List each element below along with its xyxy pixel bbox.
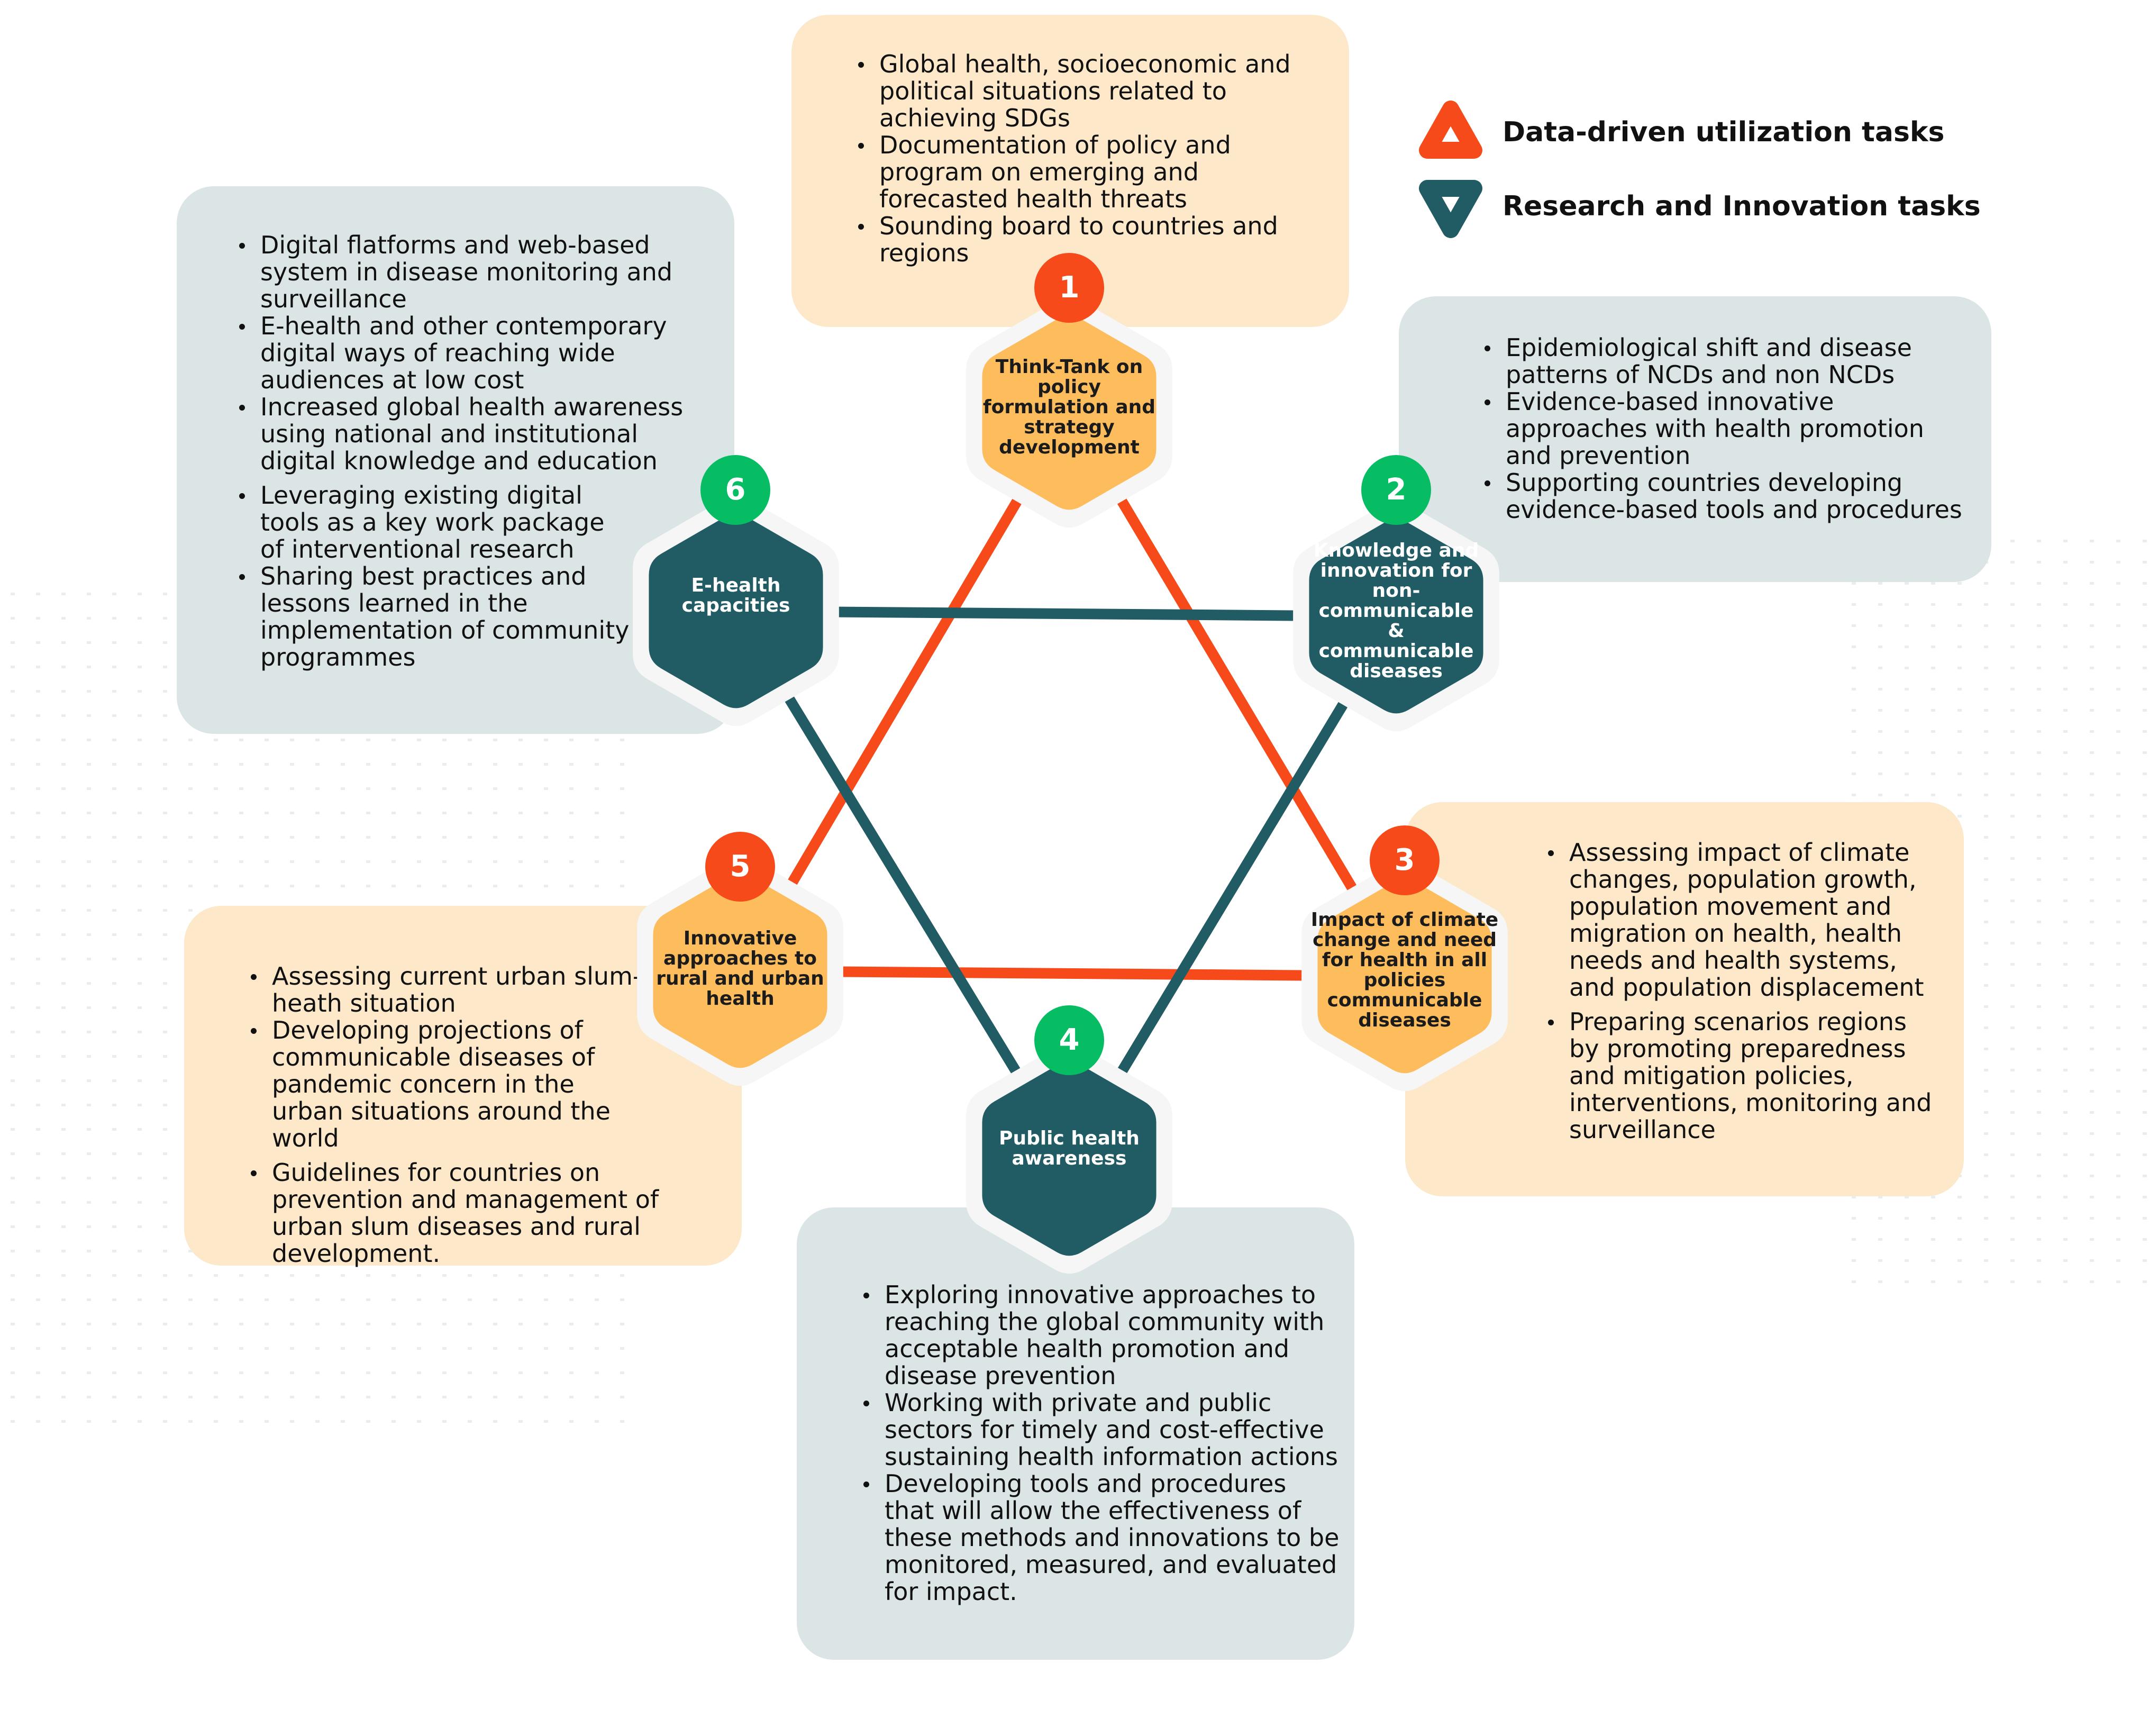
bullet-item: Epidemiological shift and disease patter… — [1485, 334, 1929, 388]
bullet-item: Increased global health awareness using … — [239, 394, 715, 475]
node-4-detail-box: Exploring innovative approaches to reach… — [797, 1207, 1354, 1660]
node-2-number-badge: 2 — [1361, 455, 1431, 525]
hexagon-fill — [982, 1061, 1157, 1256]
bullet-item: Digital flatforms and web-based system i… — [239, 232, 678, 313]
hexagon-fill — [649, 514, 823, 708]
hexagon-fill — [1309, 519, 1483, 714]
bullet-item: Assessing current urban slum-heath situa… — [251, 962, 642, 1017]
connector-5-1 — [735, 410, 1074, 974]
hexagon-shape — [966, 1043, 1172, 1274]
legend-label: Research and Innovation tasks — [1503, 190, 1981, 222]
bullet-item: Sounding board to countries and regions — [858, 213, 1318, 267]
bullet-item: Leveraging existing digital tools as a k… — [239, 482, 631, 563]
node-3-hexagon[interactable]: Impact of climate change and need for he… — [1291, 852, 1518, 1101]
bullet-item: Documentation of policy and program on e… — [858, 132, 1318, 213]
triangle-up-icon — [1419, 101, 1482, 159]
bullet-item: Working with private and public sectors … — [863, 1389, 1340, 1470]
node-2-detail-box: Epidemiological shift and disease patter… — [1399, 296, 1991, 582]
node-3-number-badge: 3 — [1370, 825, 1440, 895]
connector-6-2 — [735, 606, 1397, 622]
bullet-item: Developing tools and procedures that wil… — [863, 1469, 1340, 1606]
legend-item-data-driven: Data-driven utilization tasks — [1414, 95, 1981, 169]
node-3-bullet-list: Assessing impact of climate changes, pop… — [1540, 839, 1964, 1143]
node-5-title: Innovative approaches to rural and urban… — [656, 928, 824, 1010]
node-1-bullet-list: Global health, socioeconomic and politic… — [850, 51, 1349, 267]
legend-item-research: Research and Innovation tasks — [1414, 169, 1981, 243]
hexagon-fill — [1317, 879, 1492, 1074]
bullet-item: Exploring innovative approaches to reach… — [863, 1281, 1329, 1389]
connector-3-5 — [740, 966, 1405, 981]
node-4-number-badge: 4 — [1034, 1005, 1104, 1075]
bullet-item: Guidelines for countries on prevention a… — [251, 1159, 737, 1267]
legend: Data-driven utilization tasks Research a… — [1414, 95, 1981, 243]
hexagon-shape — [1301, 861, 1508, 1092]
bullet-item: Assessing impact of climate changes, pop… — [1548, 839, 1939, 1001]
node-2-title: Knowledge and innovation for non-communi… — [1313, 540, 1479, 682]
node-4-title: Public health awareness — [999, 1128, 1140, 1169]
node-5-number-badge: 5 — [705, 832, 775, 902]
connector-2-4 — [1064, 613, 1401, 1162]
legend-label: Data-driven utilization tasks — [1503, 116, 1945, 148]
triangle-down-icon — [1419, 180, 1482, 238]
bullet-item: E-health and other contemporary digital … — [239, 313, 678, 394]
node-5-hexagon[interactable]: Innovative approaches to rural and urban… — [626, 847, 854, 1095]
bullet-item: Evidence-based innovative approaches wit… — [1485, 388, 1929, 469]
node-6-number-badge: 6 — [700, 455, 770, 525]
node-5-bullet-list: Assessing current urban slum-heath situa… — [242, 963, 742, 1267]
node-2-hexagon[interactable]: Knowledge and innovation for non-communi… — [1282, 492, 1510, 741]
bullet-item: Supporting countries developing evidence… — [1485, 469, 1971, 523]
hexagon-shape — [633, 496, 839, 726]
hexagon-fill — [653, 874, 827, 1068]
connector-1-3 — [1064, 410, 1409, 979]
node-4-hexagon[interactable]: Public health awareness — [955, 1034, 1183, 1283]
bullet-item: Developing projections of communicable d… — [251, 1017, 642, 1152]
node-6-title: E-health capacities — [681, 575, 790, 616]
bullet-item: Sharing best practices and lessons learn… — [239, 563, 631, 671]
bullet-item: Global health, socioeconomic and politic… — [858, 51, 1318, 132]
node-3-title: Impact of climate change and need for he… — [1310, 909, 1499, 1031]
node-5-detail-box: Assessing current urban slum-heath situa… — [184, 906, 742, 1267]
node-4-bullet-list: Exploring innovative approaches to reach… — [855, 1281, 1354, 1605]
node-1-hexagon[interactable]: Think-Tank on policy formulation and str… — [955, 288, 1183, 537]
node-2-bullet-list: Epidemiological shift and disease patter… — [1476, 334, 1991, 523]
hexagon-fill — [982, 315, 1157, 510]
hexagon-shape — [637, 856, 843, 1086]
bullet-item: Preparing scenarios regions by promoting… — [1548, 1008, 1939, 1143]
node-6-hexagon[interactable]: E-health capacities — [622, 487, 850, 735]
node-1-number-badge: 1 — [1034, 253, 1104, 323]
node-6-bullet-list: Digital flatforms and web-based system i… — [231, 232, 734, 671]
hexagon-shape — [966, 297, 1172, 528]
connector-4-6 — [731, 608, 1074, 1162]
node-1-title: Think-Tank on policy formulation and str… — [982, 356, 1156, 458]
hexagon-shape — [1293, 501, 1499, 732]
